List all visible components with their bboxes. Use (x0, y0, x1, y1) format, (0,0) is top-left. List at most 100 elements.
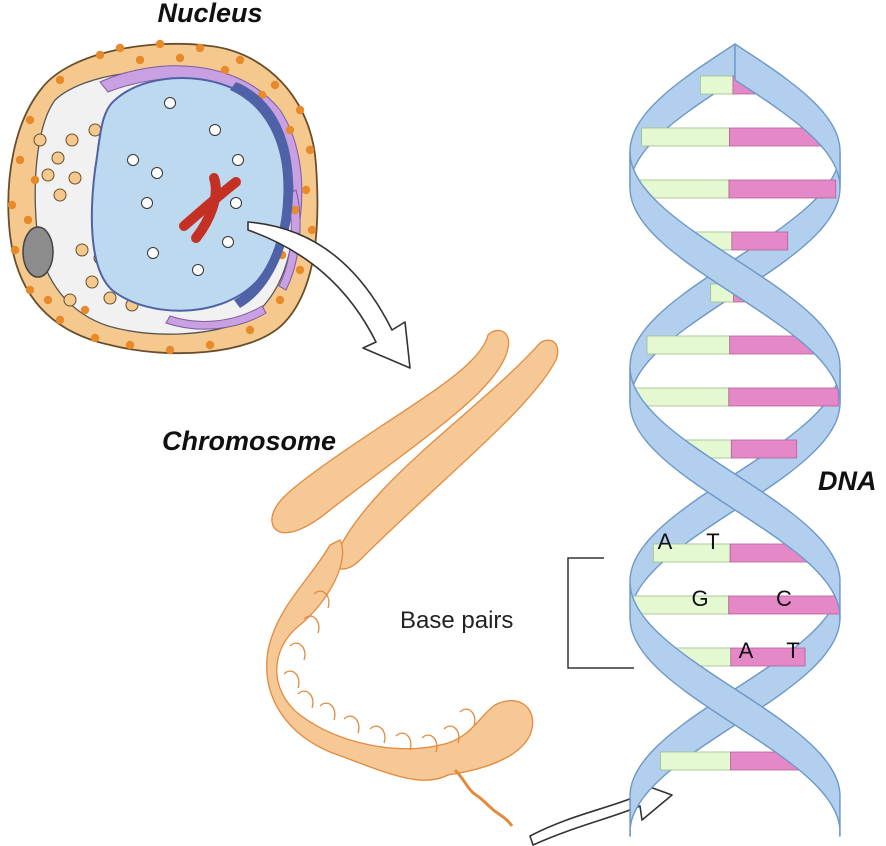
arrow-nucleus-to-chromosome (247, 221, 411, 369)
chromatin-coil (459, 708, 476, 727)
vesicle (53, 188, 67, 202)
chromosome-title: Chromosome (162, 426, 336, 456)
dna-backbone-segment (629, 583, 841, 837)
base-pairs-bracket (567, 557, 634, 669)
vesicle (75, 243, 89, 257)
granule (290, 205, 300, 215)
chromatin-coils (283, 590, 476, 753)
chromatid-arm-upper-left (271, 329, 510, 534)
er-fold-bottom (165, 305, 267, 330)
granule (275, 295, 285, 305)
granule (205, 340, 215, 350)
nucleolus-granule (151, 167, 163, 179)
base-segment-green (660, 751, 731, 771)
vesicle (63, 293, 77, 307)
arrow-chromosome-to-dna (529, 781, 673, 846)
granule (23, 215, 33, 225)
chromatin-coil (289, 642, 306, 661)
granule (55, 315, 65, 325)
chromatin-coil (421, 734, 438, 753)
base-segment-green (641, 127, 730, 147)
nuclear-envelope-rim (230, 82, 294, 308)
base-segment-green (699, 75, 734, 95)
base-letter-adenine: A (658, 529, 673, 554)
dna-double-helix (629, 43, 841, 837)
base-segment-pink (728, 387, 839, 407)
vesicle (85, 275, 99, 289)
granule (195, 43, 205, 53)
vesicle (88, 123, 102, 137)
base-segment-pink (728, 179, 837, 199)
granule (305, 145, 315, 155)
granule (90, 333, 100, 343)
nuclear-envelope (90, 77, 286, 312)
chromosome-in-nucleus (179, 173, 241, 243)
chromatin-coil (303, 615, 320, 634)
surface-granules (7, 39, 317, 355)
granule (25, 285, 35, 295)
base-segment-green (646, 335, 731, 355)
nucleolus-granule (147, 247, 159, 259)
granule (307, 225, 317, 235)
base-segment-green (631, 387, 730, 407)
nucleus-title: Nucleus (157, 0, 262, 28)
granule (285, 125, 295, 135)
chromatin-coil (395, 732, 412, 751)
nucleolus-granule (141, 197, 153, 209)
granule (135, 55, 145, 65)
chromatin-fiber-tail (453, 768, 514, 827)
base-letter-guanine: G (691, 586, 708, 611)
nucleolus-granule (164, 97, 176, 109)
chromatin-coil (297, 690, 314, 709)
granule (25, 115, 35, 125)
chromatin-coil (443, 725, 460, 744)
chromatin-coil (343, 715, 360, 734)
nucleolus-granule (192, 264, 204, 276)
granule (7, 200, 17, 210)
dna-backbone-segment (629, 367, 841, 621)
cell (7, 39, 319, 355)
nucleolus-granule (222, 236, 234, 248)
nucleolus-granule (127, 154, 139, 166)
granule (55, 75, 65, 85)
granule (95, 50, 105, 60)
granule (301, 185, 311, 195)
granule (30, 175, 40, 185)
granule (10, 245, 20, 255)
chromosome (266, 329, 559, 827)
granule (165, 345, 175, 355)
dna-backbone-segment (734, 43, 841, 189)
granule (15, 155, 25, 165)
granule (220, 65, 230, 75)
granule (43, 295, 53, 305)
granule (125, 340, 135, 350)
nucleolus-granule (230, 197, 242, 209)
vesicle (33, 133, 47, 147)
base-segment-pink (730, 647, 806, 667)
granule (175, 53, 185, 63)
chromatid-lower-body (266, 539, 534, 781)
dna-backbone-segment (629, 151, 841, 405)
granule (235, 55, 245, 65)
granule (295, 265, 305, 275)
base-segment-pink (731, 231, 789, 251)
chromatin-coil (283, 670, 300, 689)
dna-front-strand (629, 43, 841, 837)
nucleoplasm-granules (127, 97, 244, 276)
base-pairs-label: Base pairs (400, 607, 513, 634)
vesicle (65, 133, 79, 147)
chromatin-coil (313, 590, 330, 609)
granule (245, 325, 255, 335)
chromatid-arm-upper-right (334, 339, 559, 570)
base-letter-adenine: A (739, 638, 754, 663)
base-segment-green (629, 595, 730, 615)
vesicle (51, 151, 65, 165)
vesicle (68, 171, 82, 185)
chromatin-coil (369, 725, 386, 744)
granule (80, 305, 90, 315)
vesicle (103, 291, 117, 305)
base-segment-pink (730, 439, 798, 459)
granule (115, 43, 125, 53)
